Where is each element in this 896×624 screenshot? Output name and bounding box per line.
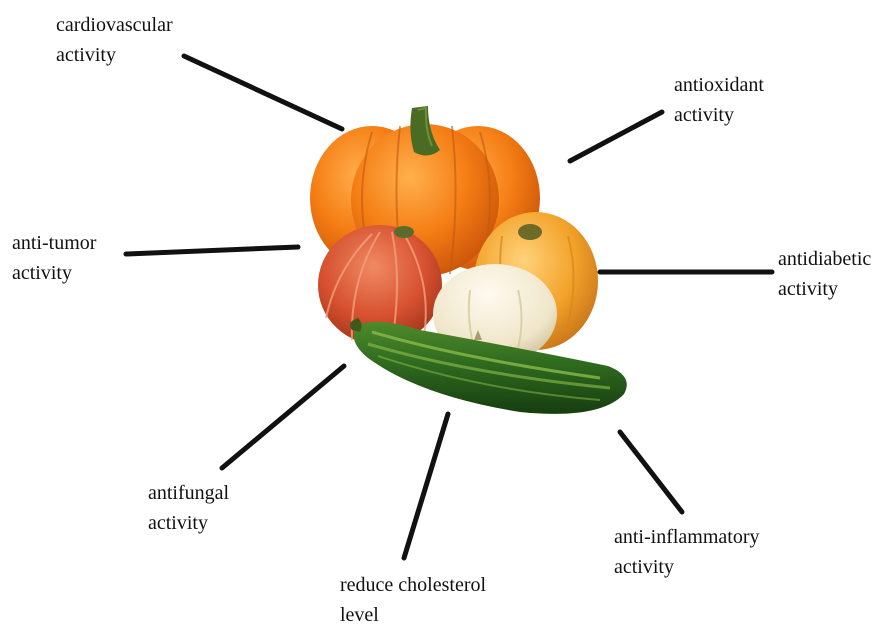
label-line-2: activity (674, 100, 764, 130)
label-line-2: activity (148, 508, 229, 538)
label-line-2: activity (778, 274, 871, 304)
label-line-2: level (340, 600, 486, 624)
label-line-2: activity (12, 258, 96, 288)
label-anti-inflammatory-activity: anti-inflammatory activity (614, 522, 760, 582)
label-anti-tumor-activity: anti-tumor activity (12, 228, 96, 288)
label-line-1: anti-inflammatory (614, 522, 760, 552)
label-line-2: activity (56, 40, 173, 70)
label-antifungal-activity: antifungal activity (148, 478, 229, 538)
label-cardiovascular-activity: cardiovascular activity (56, 10, 173, 70)
label-line-1: antioxidant (674, 70, 764, 100)
label-antioxidant-activity: antioxidant activity (674, 70, 764, 130)
label-line-1: anti-tumor (12, 228, 96, 258)
label-line-2: activity (614, 552, 760, 582)
label-line-1: antifungal (148, 478, 229, 508)
label-reduce-cholesterol-level: reduce cholesterol level (340, 570, 486, 624)
label-antidiabetic-activity: antidiabetic activity (778, 244, 871, 304)
label-line-1: antidiabetic (778, 244, 871, 274)
label-line-1: cardiovascular (56, 10, 173, 40)
label-line-1: reduce cholesterol (340, 570, 486, 600)
